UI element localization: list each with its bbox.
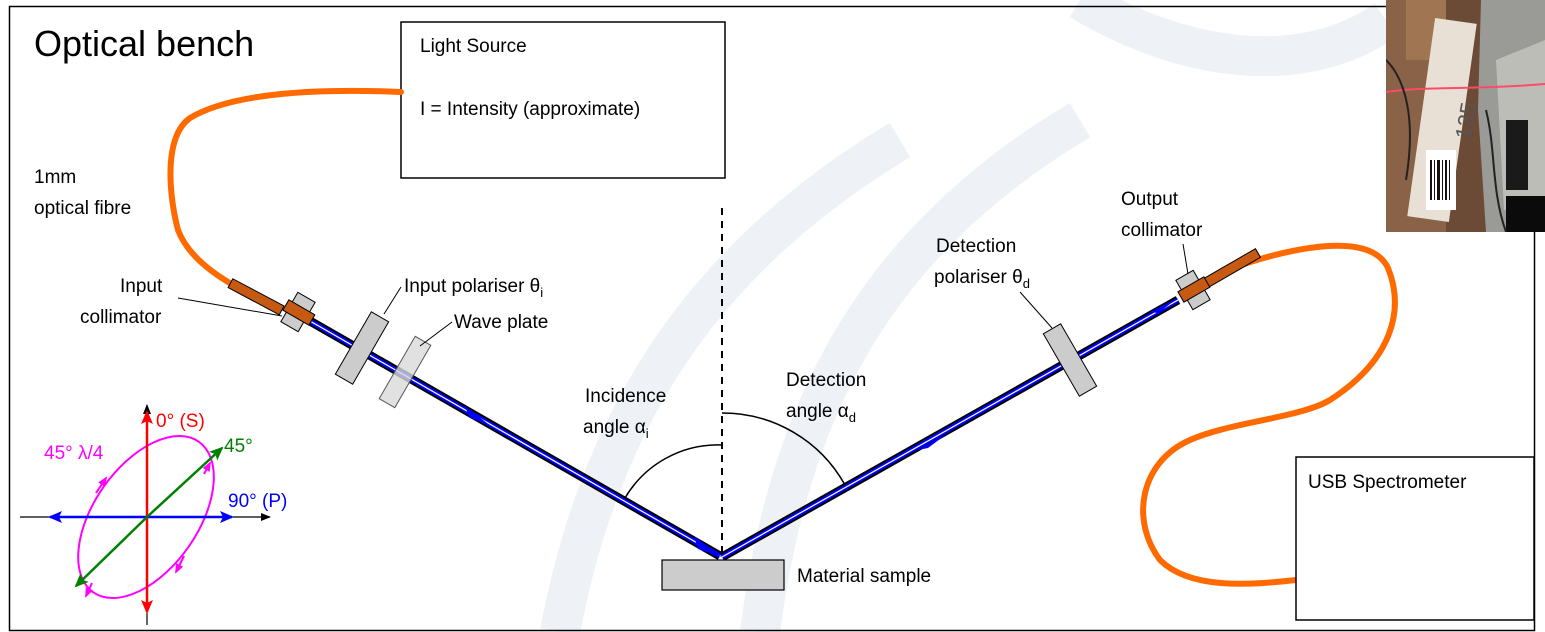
- wave-plate-leader: [419, 321, 453, 347]
- polarisation-legend: 0° (S) 45° 45° λ/4 90° (P): [20, 404, 287, 625]
- incidence-angle-label-line2: angle αi: [583, 417, 649, 441]
- output-collimator-label-line1: Output: [1121, 189, 1179, 210]
- detection-angle-label-line1: Detection: [786, 370, 866, 391]
- input-optical-fibre: [167, 87, 404, 303]
- input-polariser-leader: [383, 286, 402, 315]
- legend-quarter-wave-arrow: [202, 461, 211, 475]
- input-polariser: [334, 311, 390, 385]
- detection-polariser-leader: [1019, 291, 1053, 329]
- legend-p-label: 90° (P): [228, 491, 287, 512]
- legend-s-label: 0° (S): [156, 411, 205, 432]
- input-collimator-label-line2: collimator: [80, 307, 162, 328]
- material-sample-label: Material sample: [797, 566, 931, 587]
- detection-angle-label-line2: angle αd: [786, 401, 856, 425]
- legend-quarter-wave-arrow: [95, 476, 108, 494]
- legend-45-label: 45°: [224, 436, 253, 457]
- incidence-angle-label-line1: Incidence: [585, 386, 666, 407]
- photo-of-bench-icon: 135: [1386, 0, 1545, 232]
- usb-spectrometer-box: [1295, 456, 1535, 621]
- beam-direction-arrow: [1150, 298, 1178, 313]
- output-collimator-label-line2: collimator: [1121, 220, 1203, 241]
- detection-angle-arc: [721, 412, 846, 486]
- beam-direction-arrow: [918, 433, 948, 450]
- output-collimator: [1175, 269, 1211, 311]
- detection-polariser-label-line2: polariser θd: [934, 267, 1030, 291]
- frame-border: [8, 5, 1536, 632]
- page-title: Optical bench: [34, 23, 254, 64]
- incidence-angle-arc: [624, 444, 723, 499]
- beam-direction-arrow: [694, 536, 722, 557]
- fibre-label-line2: optical fibre: [34, 198, 131, 219]
- light-source-label: Light Source: [420, 36, 527, 57]
- background-watermark: [540, 0, 1398, 632]
- beam-direction-arrow: [465, 406, 492, 427]
- legend-45-polarisation-arrow: [74, 516, 148, 588]
- wave-plate-label: Wave plate: [454, 312, 548, 333]
- wave-plate: [378, 335, 432, 409]
- material-sample: [661, 559, 785, 591]
- input-collimator-label-line1: Input: [120, 276, 163, 297]
- detection-polariser: [1042, 323, 1098, 397]
- input-polariser-label: Input polariser θi: [404, 276, 543, 300]
- bench-photo-inset: 135: [1386, 0, 1545, 232]
- output-fibre-connector: [1199, 247, 1262, 291]
- input-collimator-leader: [177, 297, 283, 317]
- output-collimator-leader: [1182, 243, 1189, 275]
- light-source-box: [400, 21, 726, 179]
- fibre-label-line1: 1mm: [34, 167, 76, 188]
- reflected-beam: [719, 296, 1181, 561]
- light-source-intensity: I = Intensity (approximate): [420, 99, 640, 120]
- detection-polariser-label-line1: Detection: [936, 236, 1016, 257]
- legend-quarter-wave-arrow: [85, 582, 93, 598]
- legend-quarter-wave-ellipse: [77, 434, 215, 600]
- legend-quarter-wave-arrow: [175, 555, 185, 574]
- legend-45-polarisation-arrow: [146, 446, 224, 518]
- usb-spectrometer-label: USB Spectrometer: [1308, 472, 1467, 493]
- output-optical-fibre: [1140, 242, 1398, 587]
- input-collimator: [280, 291, 316, 333]
- legend-quarter-wave-label: 45° λ/4: [44, 443, 104, 464]
- input-fibre-connector: [227, 278, 285, 316]
